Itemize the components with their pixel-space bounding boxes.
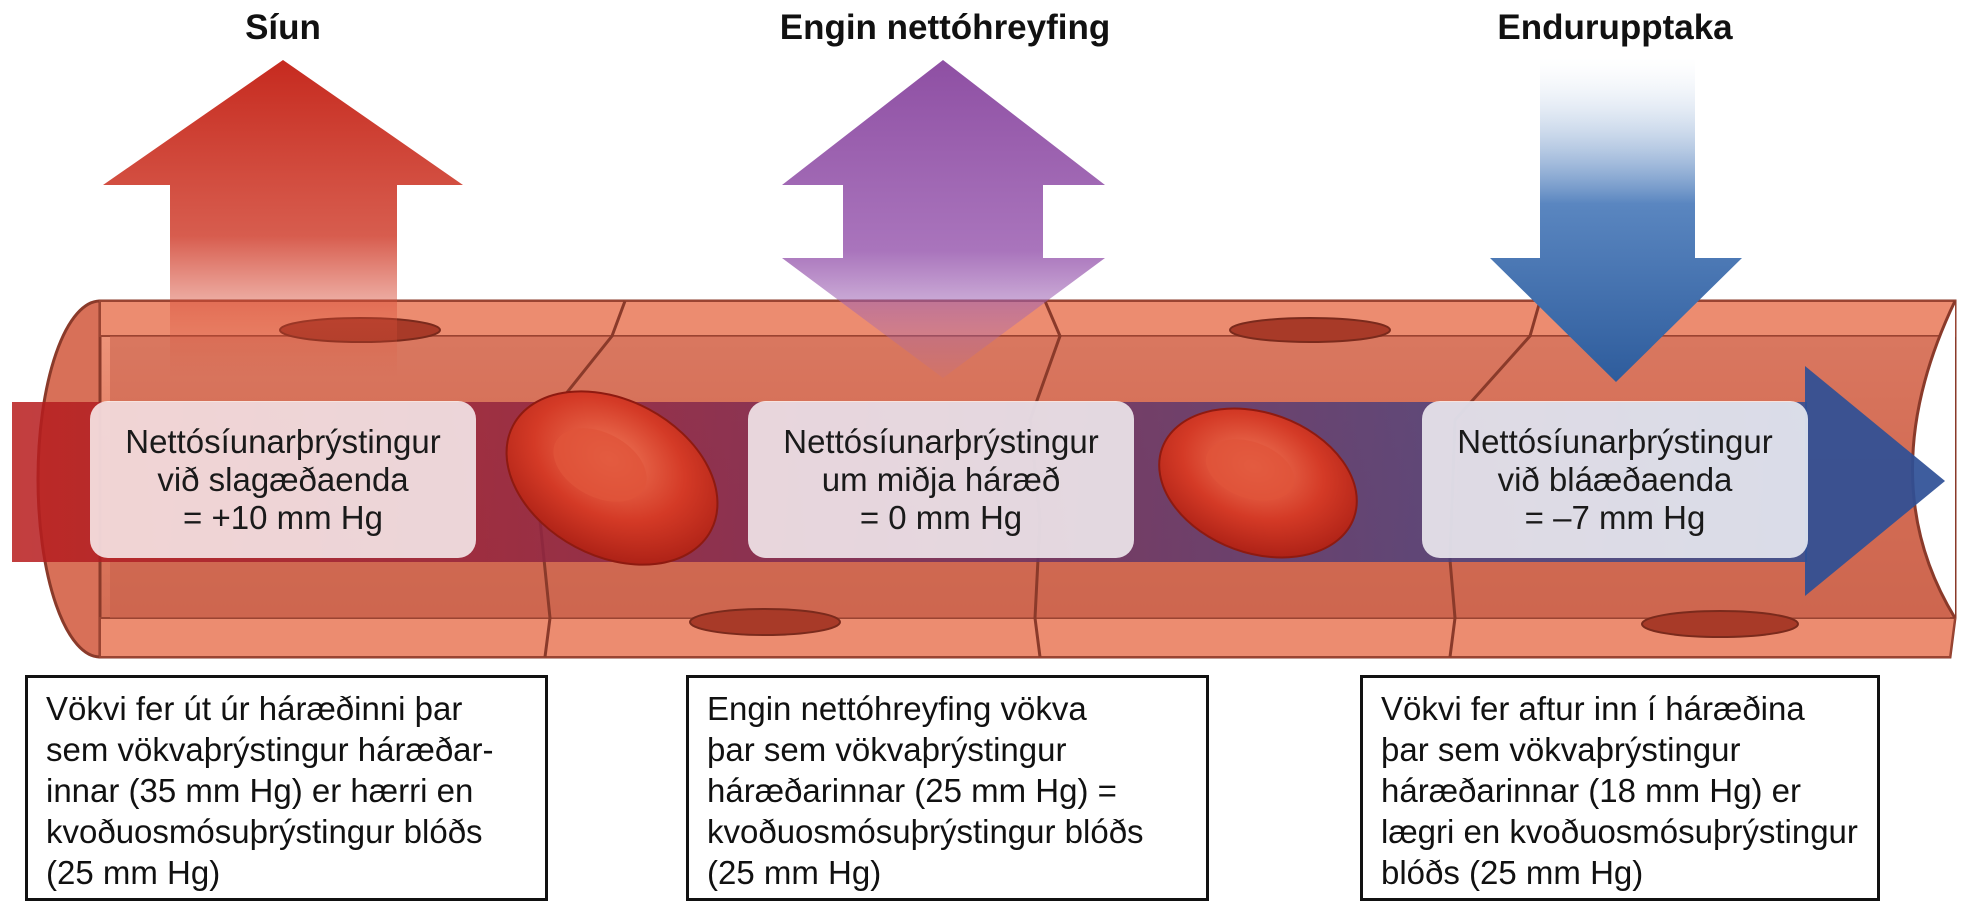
red-blood-cell	[1158, 407, 1358, 559]
endothelial-nucleus	[689, 608, 841, 636]
reabsorption-arrow-icon	[1490, 58, 1742, 382]
pressure-box-venous-end: Nettósíunarþrýstingur við bláæðaenda = –…	[1422, 401, 1808, 558]
description-line: lægri en kvoðuosmósuþrýstingur	[1381, 813, 1858, 850]
description-line: Vökvi fer út úr háræðinni þar	[46, 690, 463, 727]
description-line: (25 mm Hg)	[707, 854, 882, 891]
description-line: háræðarinnar (18 mm Hg) er	[1381, 772, 1801, 809]
pressure-value: = +10 mm Hg	[183, 498, 383, 536]
description-line: Engin nettóhreyfing vökva	[707, 690, 1087, 727]
description-reabsorption: Vökvi fer aftur inn í háræðina þar sem v…	[1360, 675, 1880, 901]
heading-reabsorption: Endurupptaka	[1497, 8, 1733, 47]
filtration-arrow-icon	[103, 60, 463, 380]
description-line: innar (35 mm Hg) er hærri en	[46, 772, 474, 809]
description-line: kvoðuosmósuþrýstingur blóðs	[707, 813, 1144, 850]
endothelial-nucleus	[1641, 610, 1799, 638]
no-net-movement-arrow-icon	[782, 60, 1105, 378]
pressure-value: = 0 mm Hg	[859, 498, 1023, 536]
red-blood-cell	[505, 390, 719, 566]
pressure-location: um miðja háræð	[821, 460, 1061, 498]
heading-filtration: Síun	[245, 8, 321, 47]
description-line: (25 mm Hg)	[46, 854, 221, 891]
description-line: sem vökvaþrýstingur háræðar-	[46, 731, 494, 768]
pressure-label: Nettósíunarþrýstingur	[125, 422, 441, 460]
pressure-location: við bláæðaenda	[1497, 460, 1733, 498]
pressure-label: Nettósíunarþrýstingur	[1457, 422, 1773, 460]
description-filtration: Vökvi fer út úr háræðinni þar sem vökvaþ…	[25, 675, 548, 901]
heading-no-net-movement: Engin nettóhreyfing	[779, 8, 1111, 47]
description-line: þar sem vökvaþrýstingur	[707, 731, 1067, 768]
description-no-net-movement: Engin nettóhreyfing vökva þar sem vökvaþ…	[686, 675, 1209, 901]
description-line: kvoðuosmósuþrýstingur blóðs	[46, 813, 483, 850]
description-line: háræðarinnar (25 mm Hg) =	[707, 772, 1117, 809]
endothelial-nucleus	[1229, 317, 1391, 343]
description-line: þar sem vökvaþrýstingur	[1381, 731, 1741, 768]
pressure-box-arterial-end: Nettósíunarþrýstingur við slagæðaenda = …	[90, 401, 476, 558]
description-line: blóðs (25 mm Hg)	[1381, 854, 1644, 891]
pressure-location: við slagæðaenda	[157, 460, 409, 498]
description-line: Vökvi fer aftur inn í háræðina	[1381, 690, 1805, 727]
pressure-label: Nettósíunarþrýstingur	[783, 422, 1099, 460]
pressure-box-mid-capillary: Nettósíunarþrýstingur um miðja háræð = 0…	[748, 401, 1134, 558]
pressure-value: = –7 mm Hg	[1524, 498, 1706, 536]
